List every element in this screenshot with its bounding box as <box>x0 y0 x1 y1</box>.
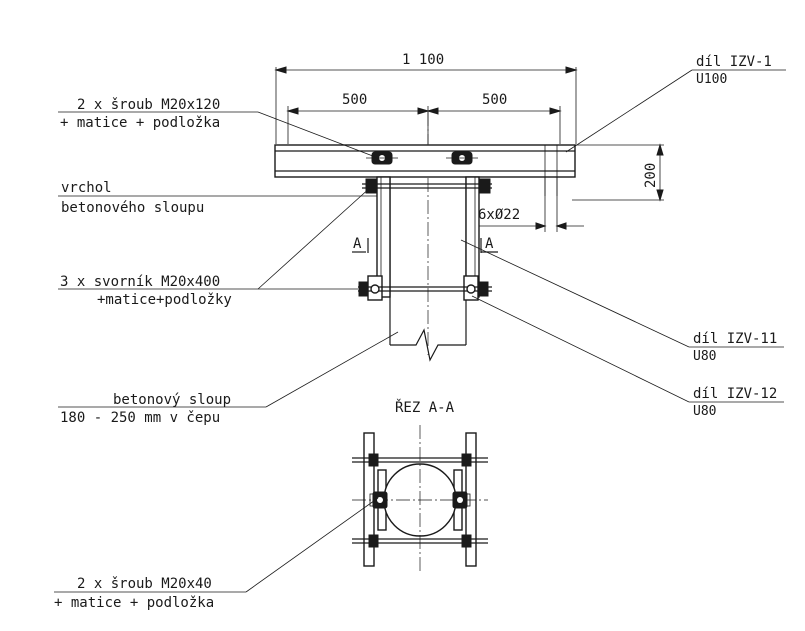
svg-text:2 x šroub M20x120: 2 x šroub M20x120 <box>77 97 220 113</box>
top-bolt-left <box>366 151 398 165</box>
label-studs: 3 x svorník M20x400 +matice+podložky <box>58 185 373 308</box>
label-bolt-top: 2 x šroub M20x120 + matice + podložka <box>58 97 379 159</box>
side-profile-left <box>376 176 391 298</box>
svg-text:díl IZV-1: díl IZV-1 <box>696 54 772 70</box>
dimension-left-half-text: 500 <box>342 92 367 108</box>
label-concrete-column: betonový sloup 180 - 250 mm v čepu <box>58 331 399 426</box>
svg-text:2 x šroub M20x40: 2 x šroub M20x40 <box>77 576 212 592</box>
label-part-izv11: díl IZV-11 U80 <box>460 239 784 364</box>
svg-text:A: A <box>353 236 362 252</box>
svg-text:U80: U80 <box>693 349 716 364</box>
svg-text:díl IZV-12: díl IZV-12 <box>693 386 777 402</box>
section-mark-left: A <box>352 236 369 253</box>
svg-text:díl IZV-11: díl IZV-11 <box>693 331 777 347</box>
dimension-height: 200 <box>572 143 664 202</box>
top-beam <box>274 144 576 196</box>
label-bolt-bottom: 2 x šroub M20x40 + matice + podložka <box>54 497 379 611</box>
section-view <box>352 425 488 572</box>
svg-text:3 x svorník M20x400: 3 x svorník M20x400 <box>60 274 220 290</box>
dimension-total-width: 1 100 <box>274 52 578 144</box>
svg-text:betonového sloupu: betonového sloupu <box>61 200 204 216</box>
svg-text:betonový sloup: betonový sloup <box>113 392 231 408</box>
dimension-holes-text: 6xØ22 <box>478 207 520 223</box>
label-part-izv1: díl IZV-1 U100 <box>565 54 786 153</box>
section-title: ŘEZ A-A <box>395 399 455 416</box>
dimension-height-text: 200 <box>643 163 659 188</box>
upper-stud <box>362 178 492 194</box>
svg-text:+ matice + podložka: + matice + podložka <box>54 595 214 611</box>
svg-text:U100: U100 <box>696 72 727 87</box>
dimension-right-half-text: 500 <box>482 92 507 108</box>
dimension-half-spans: 500 500 <box>286 92 562 144</box>
label-part-izv12: díl IZV-12 U80 <box>471 295 784 419</box>
dimension-total-width-text: 1 100 <box>402 52 444 68</box>
svg-text:U80: U80 <box>693 404 716 419</box>
lower-stud <box>358 275 492 301</box>
svg-text:vrchol: vrchol <box>61 180 112 196</box>
svg-text:180 - 250 mm v čepu: 180 - 250 mm v čepu <box>60 410 220 426</box>
svg-text:+matice+podložky: +matice+podložky <box>97 292 232 308</box>
svg-text:A: A <box>485 236 494 252</box>
svg-text:+ matice + podložka: + matice + podložka <box>60 115 220 131</box>
label-column-top: vrchol betonového sloupu <box>58 180 377 216</box>
top-bolt-right <box>446 151 478 165</box>
section-mark-right: A <box>480 236 498 253</box>
